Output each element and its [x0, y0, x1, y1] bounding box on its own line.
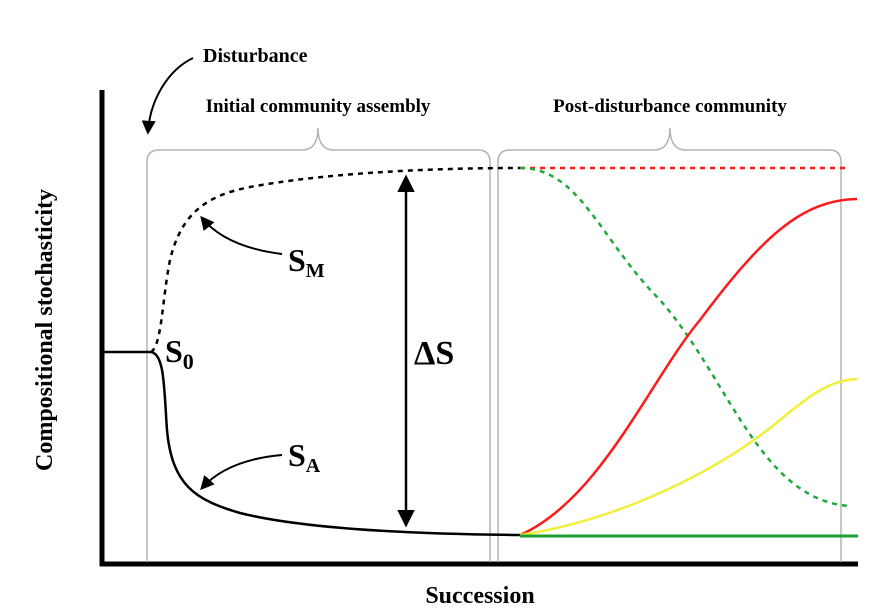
- s-zero-label: S0: [165, 333, 194, 374]
- s-max-curve: [150, 166, 521, 354]
- curly-brace-icon: [497, 127, 842, 163]
- x-axis-label: Succession: [425, 583, 534, 609]
- s-assembly-label: SA: [288, 437, 321, 477]
- disturbance-label: Disturbance: [203, 45, 308, 67]
- s-max-label: SM: [288, 242, 325, 282]
- initial-assembly-label: Initial community assembly: [206, 96, 431, 117]
- red-curve: [519, 197, 858, 537]
- curved-arrow-icon: [141, 57, 194, 135]
- s-assembly-curve: [104, 350, 521, 537]
- curved-arrow-icon: [200, 215, 283, 255]
- curved-arrow-icon: [200, 454, 283, 491]
- green-dashed-curve: [519, 166, 851, 508]
- delta-s-label: ΔS: [414, 335, 454, 372]
- post-disturbance-label: Post-disturbance community: [553, 96, 787, 117]
- curly-brace-icon: [146, 127, 491, 163]
- y-axis-label: Compositional stochasticity: [32, 189, 58, 471]
- yellow-curve: [519, 377, 858, 537]
